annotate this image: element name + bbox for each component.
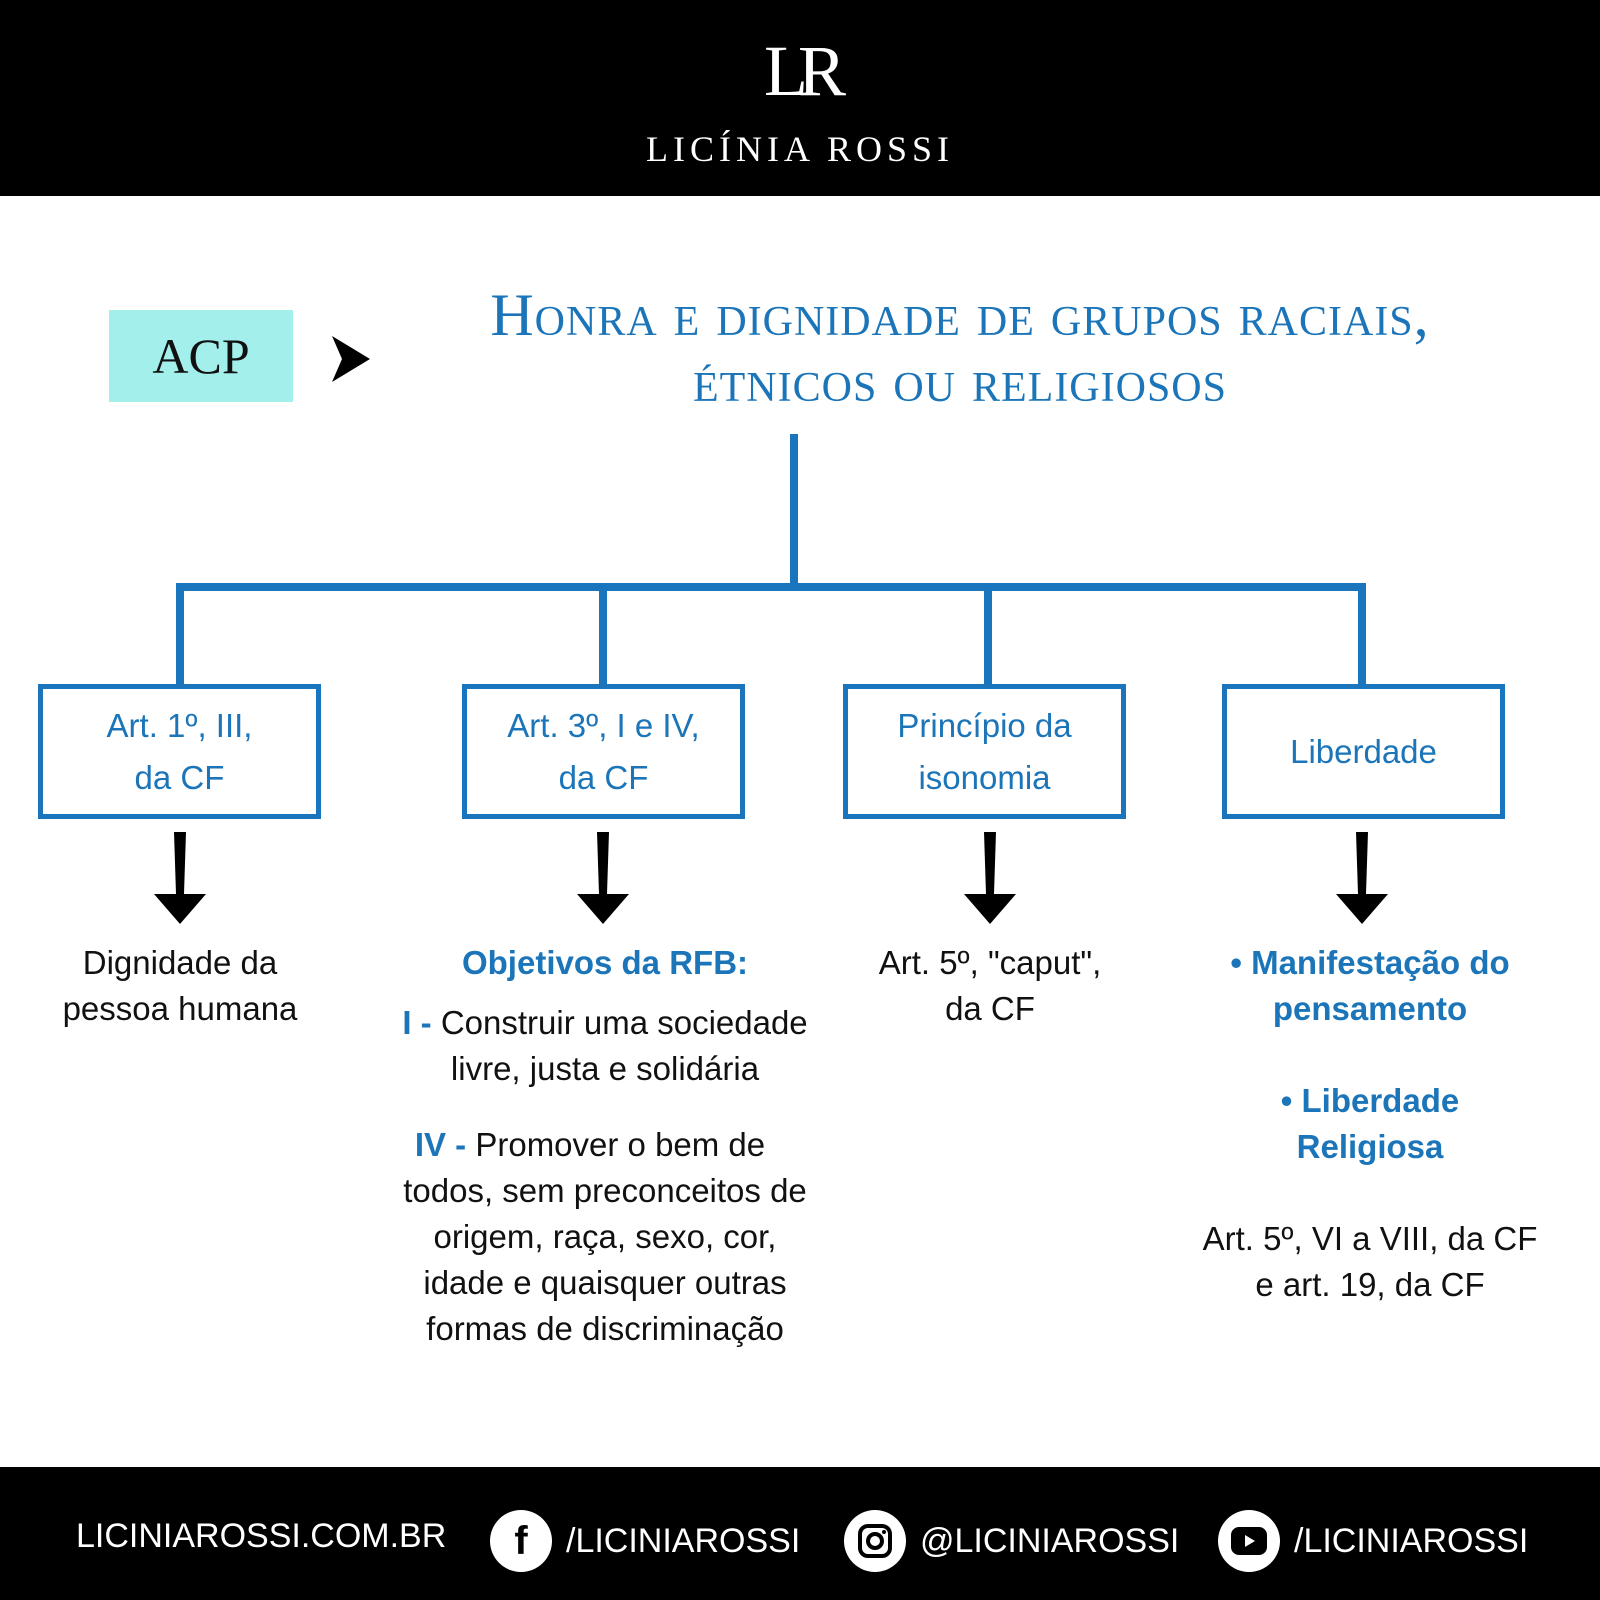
text-line: origem, raça, sexo, cor, <box>433 1218 777 1255</box>
text-line: e art. 19, da CF <box>1255 1266 1485 1303</box>
connector-trunk <box>790 434 798 590</box>
box-line: da CF <box>134 758 225 796</box>
logo: LR <box>763 31 846 111</box>
text-line: idade e quaisquer outras <box>423 1264 787 1301</box>
instagram-icon <box>844 1510 906 1572</box>
youtube-icon <box>1218 1510 1280 1572</box>
facebook-handle: /LICINIAROSSI <box>566 1521 801 1560</box>
bullet-line: • Liberdade <box>1280 1082 1460 1119</box>
connector-drop <box>1358 583 1366 687</box>
branch4-text: • Manifestação do pensamento • Liberdade… <box>1190 940 1550 1308</box>
connector-horizontal <box>176 583 1366 591</box>
text-line: Dignidade da <box>82 944 278 981</box>
box-line: Art. 1º, III, <box>106 706 253 744</box>
text-line: Construir uma sociedade <box>440 1004 808 1041</box>
facebook-icon: f <box>490 1510 552 1572</box>
arrow-down-icon <box>154 832 206 924</box>
facebook-link[interactable]: f /LICINIAROSSI <box>490 1510 800 1572</box>
objetivos-heading: Objetivos da RFB: <box>461 944 749 981</box>
box-isonomia: Princípio da isonomia <box>843 684 1126 819</box>
bullet-line: Religiosa <box>1296 1128 1444 1165</box>
arrow-down-icon <box>1336 832 1388 924</box>
connector-drop <box>599 583 607 687</box>
item-number: I - <box>402 1004 432 1041</box>
title-line-1: Honra e dignidade de grupos raciais, <box>490 282 1430 348</box>
box-line: Art. 3º, I e IV, <box>507 706 700 744</box>
text-line: pessoa humana <box>62 990 298 1027</box>
instagram-handle: @LICINIAROSSI <box>920 1521 1180 1560</box>
text-line: formas de discriminação <box>426 1310 784 1347</box>
arrow-down-icon <box>577 832 629 924</box>
youtube-link[interactable]: /LICINIAROSSI <box>1218 1510 1528 1572</box>
youtube-handle: /LICINIAROSSI <box>1294 1521 1529 1560</box>
text-line: da CF <box>945 990 1035 1027</box>
box-line: da CF <box>558 758 649 796</box>
header: LR LICÍNIA ROSSI <box>0 0 1600 196</box>
box-line: Princípio da <box>897 706 1072 744</box>
connector-drop <box>176 583 184 687</box>
instagram-link[interactable]: @LICINIAROSSI <box>844 1510 1179 1572</box>
chevron-right-icon <box>332 336 370 382</box>
brand-name: LICÍNIA ROSSI <box>645 129 955 169</box>
bullet-line: • Manifestação do <box>1230 944 1510 981</box>
box-line: isonomia <box>918 758 1051 796</box>
arrow-down-icon <box>964 832 1016 924</box>
text-line: todos, sem preconceitos de <box>403 1172 807 1209</box>
text-line: Art. 5º, VI a VIII, da CF <box>1202 1220 1538 1257</box>
title-line-2: étnicos ou religiosos <box>693 348 1227 414</box>
branch1-text: Dignidade da pessoa humana <box>20 940 340 1032</box>
bullet-line: pensamento <box>1272 990 1468 1027</box>
footer: LICINIAROSSI.COM.BR f /LICINIAROSSI @LIC… <box>0 1467 1600 1600</box>
text-line: livre, justa e solidária <box>450 1050 760 1087</box>
item-number: IV - <box>414 1126 467 1163</box>
box-line: Liberdade <box>1290 732 1437 770</box>
connector-drop <box>984 583 992 687</box>
box-art1: Art. 1º, III, da CF <box>38 684 321 819</box>
box-liberdade: Liberdade <box>1222 684 1505 819</box>
diagram-title: Honra e dignidade de grupos raciais, étn… <box>380 282 1540 414</box>
acp-label: ACP <box>109 310 293 402</box>
box-art3: Art. 3º, I e IV, da CF <box>462 684 745 819</box>
text-line: Promover o bem de <box>475 1126 766 1163</box>
branch2-text: Objetivos da RFB: I - Construir uma soci… <box>350 940 860 1352</box>
text-line: Art. 5º, "caput", <box>878 944 1102 981</box>
branch3-text: Art. 5º, "caput", da CF <box>840 940 1140 1032</box>
website-link[interactable]: LICINIAROSSI.COM.BR <box>76 1517 447 1555</box>
